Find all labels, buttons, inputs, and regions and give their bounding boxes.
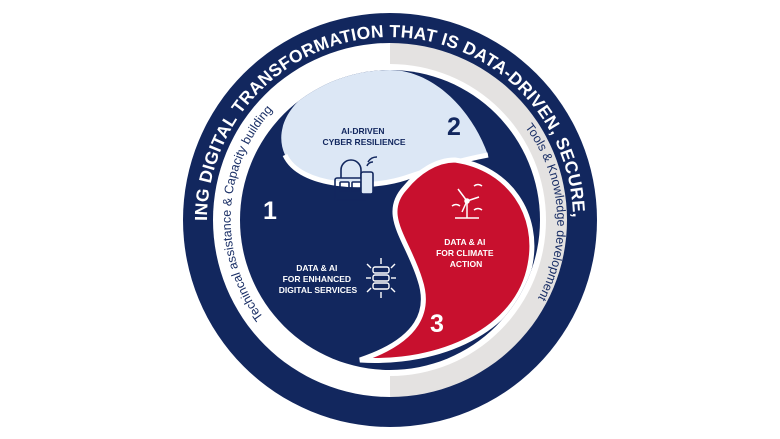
wind-turbine-icon — [451, 183, 483, 219]
segment-2-shape — [281, 70, 488, 185]
segment-2: AI-DRIVEN CYBER RESILIENCE 2 — [322, 113, 461, 201]
segment-1-label: DATA & AI FOR ENHANCED DIGITAL SERVICES — [279, 263, 358, 295]
segment-3-shape — [359, 157, 535, 363]
segment-2-number: 2 — [447, 113, 461, 141]
segment-3: 3 DATA & AI FOR CLIMATE ACTION — [430, 183, 496, 338]
server-network-icon — [366, 258, 396, 298]
padlock-phone-icon — [334, 156, 378, 201]
segment-2-label: AI-DRIVEN CYBER RESILIENCE — [322, 126, 405, 147]
segment-1: 1 DATA & AI FOR ENHANCED DIGITAL SERVICE… — [263, 197, 396, 298]
segment-3-label: DATA & AI FOR CLIMATE ACTION — [436, 237, 496, 269]
segment-1-number: 1 — [263, 197, 277, 225]
segment-3-number: 3 — [430, 310, 444, 338]
